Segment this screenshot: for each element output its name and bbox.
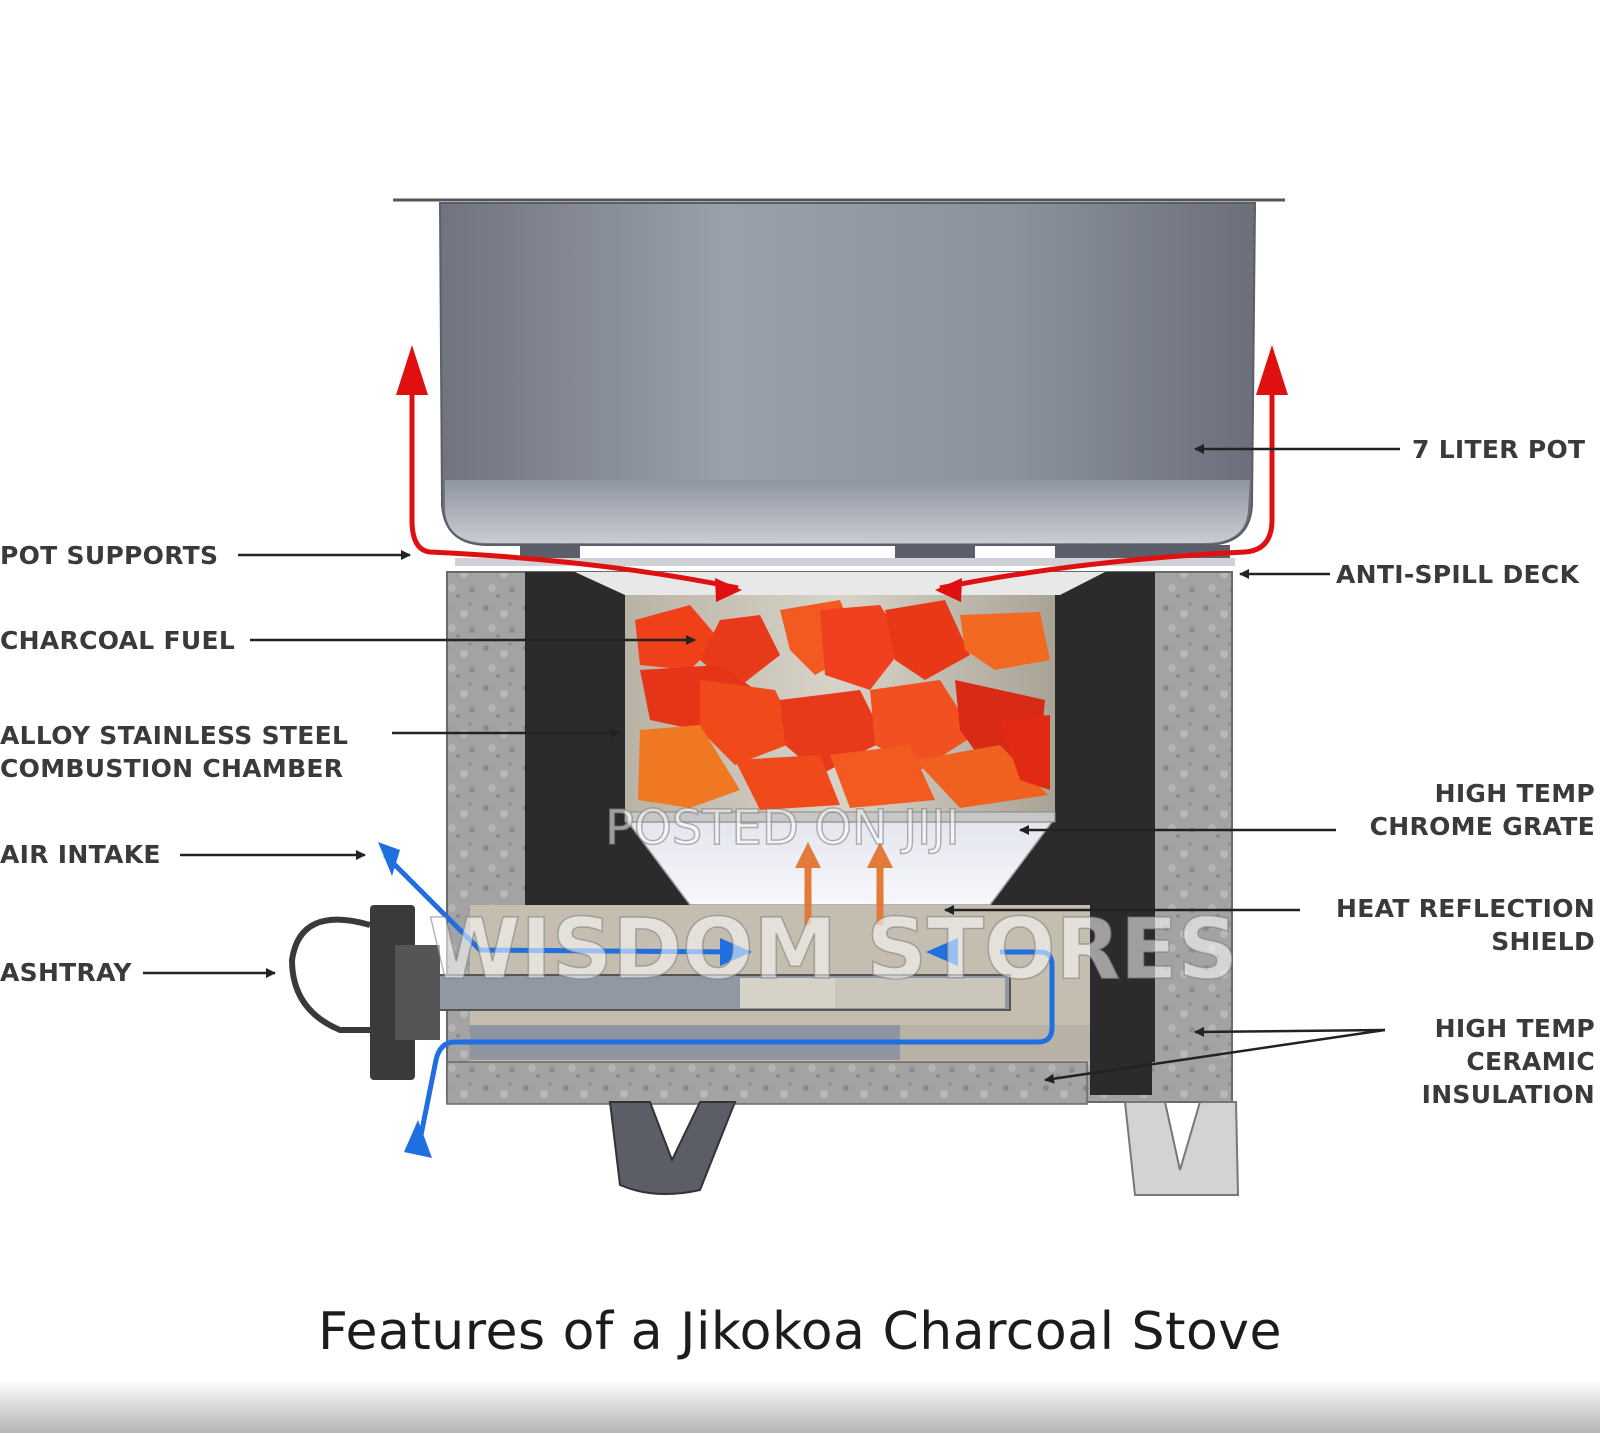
label-charcoal-fuel: CHARCOAL FUEL [0,626,236,655]
label-shield-line2: SHIELD [1491,927,1595,956]
watermark-store: WISDOM STORES [427,899,1239,999]
label-grate-line2: CHROME GRATE [1369,812,1595,841]
label-insulation-line2: CERAMIC [1466,1047,1595,1076]
diagram-title: Features of a Jikokoa Charcoal Stove [317,1302,1283,1362]
charcoal-fuel [635,600,1050,810]
label-insulation-line1: HIGH TEMP [1434,1014,1595,1043]
label-grate-line1: HIGH TEMP [1434,779,1595,808]
leader-lines [143,444,1400,1084]
label-chamber-line2: COMBUSTION CHAMBER [0,754,344,783]
label-shield-line1: HEAT REFLECTION [1336,894,1595,923]
stove-legs [608,1101,1240,1196]
cool-air-flow [383,853,1055,1151]
label-air-intake: AIR INTAKE [0,840,161,869]
rising-heat-arrows [795,842,893,925]
ashtray-handle [288,905,440,1080]
label-pot-supports: POT SUPPORTS [0,541,219,570]
label-ashtray: ASHTRAY [0,958,132,987]
watermark-posted: POSTED ON JIJI [604,799,960,857]
label-anti-spill-deck: ANTI-SPILL DECK [1336,560,1580,589]
label-insulation-line3: INSULATION [1421,1080,1595,1109]
label-chamber-line1: ALLOY STAINLESS STEEL [0,721,349,750]
cool-air-arrowheads [378,842,958,1158]
hot-air-arrowheads [396,345,1288,602]
hot-air-flow [409,380,1275,591]
floor-shadow [0,1380,1600,1433]
label-pot: 7 LITER POT [1412,435,1586,464]
pot [393,198,1285,546]
